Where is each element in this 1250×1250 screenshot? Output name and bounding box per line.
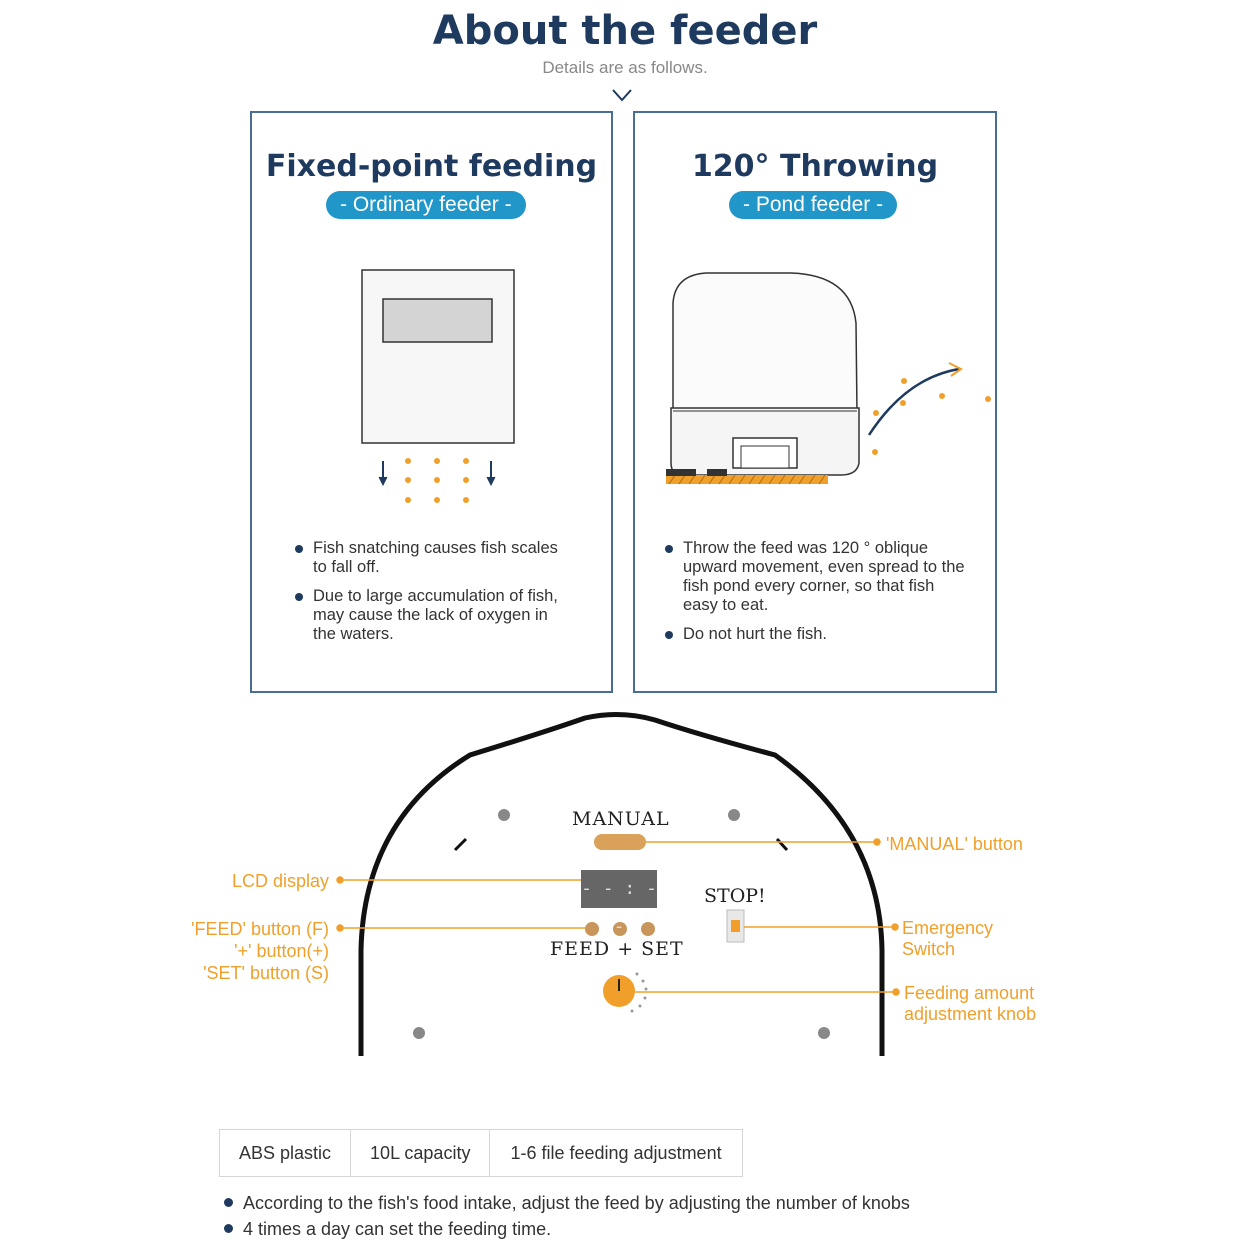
pond-feeder-illustration — [666, 272, 991, 485]
spec-cell: 10L capacity — [350, 1129, 491, 1177]
footer-note: According to the fish's food intake, adj… — [224, 1193, 910, 1214]
spec-cell: 1-6 file feeding adjustment — [489, 1129, 743, 1177]
spec-table: ABS plastic 10L capacity 1-6 file feedin… — [219, 1129, 743, 1177]
feeder-control-panel-diagram — [336, 711, 900, 1056]
panel-bullets: Throw the feed was 120 ° oblique upward … — [665, 539, 965, 654]
feed-set-label: FEED + SET — [550, 938, 684, 960]
panel-bullets: Fish snatching causes fish scales to fal… — [295, 539, 575, 654]
callout-set-button: 'SET' button (S) — [203, 963, 329, 983]
footer-note: 4 times a day can set the feeding time. — [224, 1219, 551, 1240]
spec-cell: ABS plastic — [219, 1129, 352, 1177]
chevron-down-icon — [612, 89, 632, 102]
bullet-item: Due to large accumulation of fish, may c… — [295, 587, 575, 644]
bullet-item: Do not hurt the fish. — [665, 625, 965, 644]
panel-tag: - Ordinary feeder - — [326, 191, 526, 219]
bullet-dot — [224, 1223, 233, 1233]
stop-label: STOP! — [704, 885, 766, 907]
bullet-dot — [224, 1197, 233, 1207]
panel-fixed-point: Fixed-point feeding - Ordinary feeder - … — [250, 111, 613, 693]
callout-feed-button: 'FEED' button (F) — [191, 919, 329, 939]
bullet-item: Fish snatching causes fish scales to fal… — [295, 539, 575, 577]
lcd-screen: - - : - - — [581, 878, 657, 937]
callout-manual-button: 'MANUAL' button — [886, 834, 1023, 854]
ordinary-feeder-illustration — [361, 269, 515, 503]
page-subtitle: Details are as follows. — [542, 58, 708, 77]
callout-feeding-knob: Feeding amount adjustment knob — [904, 983, 1037, 1024]
callout-emergency-switch: Emergency Switch — [902, 918, 994, 959]
callout-lcd-display: LCD display — [231, 871, 329, 891]
manual-label: MANUAL — [572, 808, 670, 830]
panel-tag: - Pond feeder - — [729, 191, 898, 219]
page-title: About the feeder — [432, 8, 818, 54]
bullet-item: Throw the feed was 120 ° oblique upward … — [665, 539, 965, 615]
panel-title: 120° Throwing — [691, 149, 939, 184]
panel-title: Fixed-point feeding — [265, 149, 598, 184]
callout-plus-button: '+' button(+) — [234, 941, 329, 961]
panel-120-throwing: 120° Throwing - Pond feeder - Throw the … — [633, 111, 997, 693]
